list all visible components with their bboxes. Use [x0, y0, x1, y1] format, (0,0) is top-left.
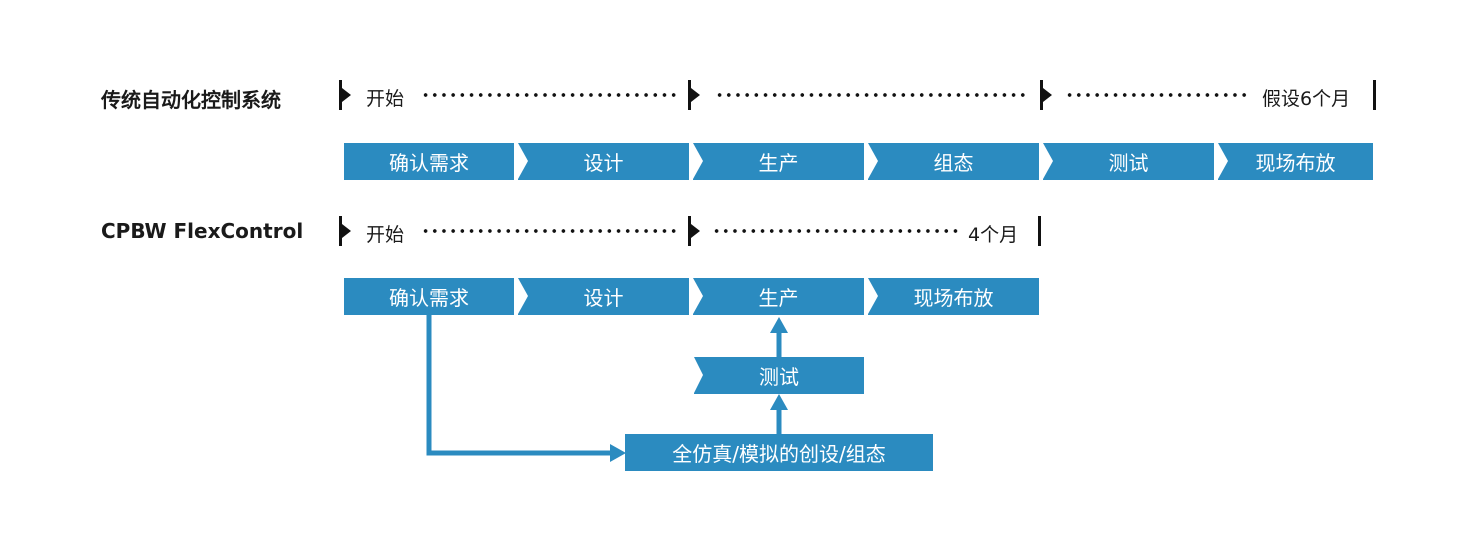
cpbw-step-design: 设计 [518, 278, 689, 315]
step-label: 全仿真/模拟的创设/组态 [672, 442, 886, 466]
timeline-dots [712, 229, 960, 233]
step-label: 设计 [583, 286, 624, 310]
step-label: 生产 [758, 151, 799, 175]
traditional-step-test: 测试 [1043, 143, 1214, 180]
timeline-phase-bar [1040, 80, 1043, 110]
timeline-dots [715, 93, 1027, 97]
timeline-dots [421, 93, 679, 97]
step-arrow-notch [518, 278, 528, 314]
cpbw-simulation-box: 全仿真/模拟的创设/组态 [625, 434, 933, 471]
step-label: 现场布放 [1255, 151, 1336, 175]
step-label: 设计 [583, 151, 624, 175]
timeline-phase-marker [1043, 88, 1052, 102]
traditional-title: 传统自动化控制系统 [101, 88, 281, 112]
step-arrow-notch [518, 143, 528, 179]
traditional-step-production: 生产 [693, 143, 864, 180]
timeline-start-marker [342, 224, 351, 238]
step-arrow-notch [1043, 143, 1053, 179]
step-label: 生产 [758, 286, 799, 310]
arrowhead-right [610, 444, 626, 462]
step-label: 组态 [933, 151, 974, 175]
step-arrow-notch [868, 278, 878, 314]
cpbw-step-confirm: 确认需求 [344, 278, 514, 315]
step-arrow-notch [693, 143, 703, 179]
step-label: 现场布放 [913, 286, 994, 310]
timeline-phase-bar [688, 80, 691, 110]
cpbw-title: CPBW FlexControl [101, 219, 304, 243]
timeline-dots [421, 229, 679, 233]
confirm-to-simulation-arrow [426, 315, 610, 456]
step-label: 测试 [1108, 151, 1149, 175]
timeline-phase-bar [688, 216, 691, 246]
step-label: 确认需求 [389, 151, 469, 175]
traditional-step-confirm: 确认需求 [344, 143, 514, 180]
timeline-end-marker [1038, 216, 1041, 246]
timeline-start-marker [342, 88, 351, 102]
timeline-end-marker [1373, 80, 1376, 110]
timeline-start-label: 开始 [366, 224, 405, 246]
timeline-start-bar [339, 216, 342, 246]
timeline-dots [1065, 93, 1251, 97]
timeline-phase-marker [691, 224, 700, 238]
traditional-step-design: 设计 [518, 143, 689, 180]
step-arrow-notch [694, 357, 703, 393]
step-label: 确认需求 [389, 286, 469, 310]
cpbw-step-production: 生产 [693, 278, 864, 315]
arrowhead-up [770, 394, 788, 410]
timeline-start-bar [339, 80, 342, 110]
timeline-phase-marker [691, 88, 700, 102]
traditional-step-config: 组态 [868, 143, 1039, 180]
timeline-end-label: 假设6个月 [1262, 88, 1351, 110]
cpbw-test-box: 测试 [694, 357, 864, 394]
traditional-step-deploy: 现场布放 [1218, 143, 1373, 180]
step-arrow-notch [693, 278, 703, 314]
timeline-start-label: 开始 [366, 88, 405, 110]
step-label: 测试 [759, 365, 799, 389]
step-arrow-notch [868, 143, 878, 179]
cpbw-step-deploy: 现场布放 [868, 278, 1039, 315]
timeline-end-label: 4个月 [968, 224, 1019, 246]
arrowhead-up [770, 317, 788, 333]
step-arrow-notch [1218, 143, 1228, 179]
